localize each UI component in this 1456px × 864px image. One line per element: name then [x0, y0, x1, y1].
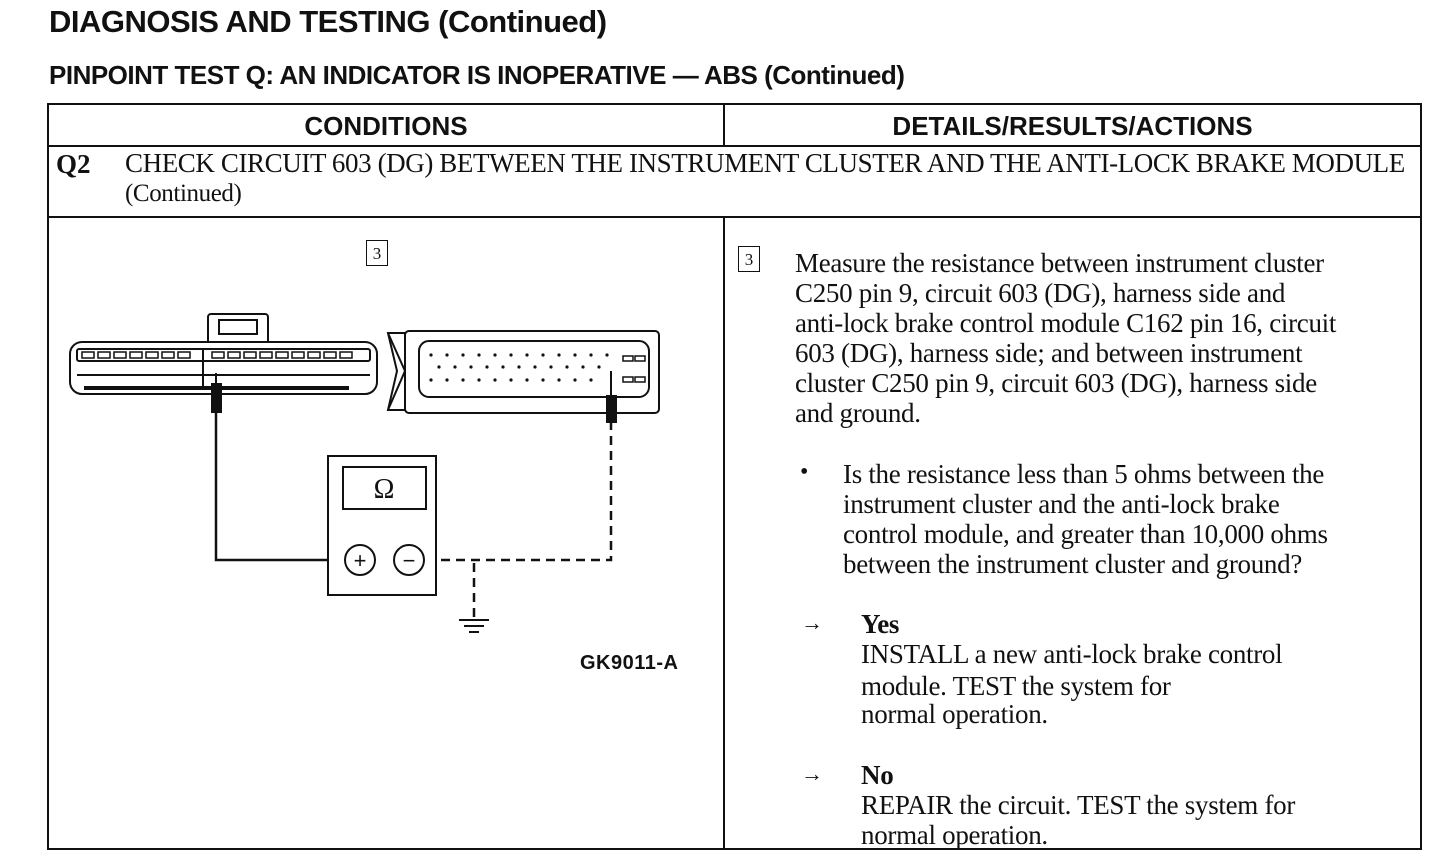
- no-action-line: REPAIR the circuit. TEST the system for: [861, 790, 1296, 820]
- step-title: CHECK CIRCUIT 603 (DG) BETWEEN THE INSTR…: [125, 149, 1405, 208]
- figure-code: GK9011-A: [580, 652, 679, 674]
- page-subtitle: PINPOINT TEST Q: AN INDICATOR IS INOPERA…: [49, 60, 905, 90]
- instruction-line: anti-lock brake control module C162 pin …: [795, 308, 1337, 338]
- step-title-suffix: (Continued): [125, 180, 242, 207]
- diagram-step-number: 3: [366, 240, 388, 266]
- yes-label: Yes: [861, 609, 900, 639]
- instruction-line: C250 pin 9, circuit 603 (DG), harness si…: [795, 278, 1286, 308]
- question-line: control module, and greater than 10,000 …: [843, 519, 1328, 549]
- ground-symbol: [459, 619, 489, 633]
- positive-terminal-icon: +: [354, 548, 367, 573]
- column-header-details: DETAILS/RESULTS/ACTIONS: [892, 110, 1253, 141]
- body-column-divider: [723, 216, 725, 848]
- step-label: Q2: [56, 149, 91, 179]
- step-title-text: CHECK CIRCUIT 603 (DG) BETWEEN THE INSTR…: [125, 148, 1405, 178]
- step-title-divider: [49, 216, 1420, 218]
- yes-action-line: module. TEST the system for: [861, 671, 1171, 701]
- connector-test-diagram: Ω + −: [69, 313, 660, 633]
- yes-action-line: INSTALL a new anti-lock brake control: [861, 639, 1283, 669]
- instruction-line: Measure the resistance between instrumen…: [795, 248, 1324, 278]
- question-line: instrument cluster and the anti-lock bra…: [843, 489, 1280, 519]
- header-divider: [49, 145, 1420, 147]
- bullet-icon: •: [800, 459, 809, 485]
- yes-arrow-icon: →: [801, 610, 823, 635]
- no-arrow-icon: →: [801, 761, 823, 786]
- abs-module-connector: [386, 330, 660, 414]
- instruction-line: cluster C250 pin 9, circuit 603 (DG), ha…: [795, 368, 1317, 398]
- negative-terminal-icon: −: [403, 548, 416, 573]
- pinpoint-test-table: CONDITIONS DETAILS/RESULTS/ACTIONS Q2 CH…: [47, 103, 1422, 850]
- column-header-conditions: CONDITIONS: [304, 110, 468, 141]
- no-label: No: [861, 760, 894, 790]
- yes-action-line: normal operation.: [861, 699, 1048, 729]
- instrument-cluster-connector: [69, 313, 378, 395]
- question-line: between the instrument cluster and groun…: [843, 549, 1303, 579]
- header-column-divider: [723, 105, 725, 147]
- ohm-symbol: Ω: [374, 474, 395, 505]
- no-action-line: normal operation.: [861, 820, 1048, 850]
- ohmmeter: [327, 455, 437, 596]
- instruction-line: 603 (DG), harness side; and between inst…: [795, 338, 1303, 368]
- instruction-line: and ground.: [795, 398, 921, 428]
- page-title: DIAGNOSIS AND TESTING (Continued): [49, 4, 607, 39]
- details-step-number: 3: [738, 246, 760, 272]
- meter-leads: [214, 411, 613, 620]
- question-line: Is the resistance less than 5 ohms betwe…: [843, 459, 1325, 489]
